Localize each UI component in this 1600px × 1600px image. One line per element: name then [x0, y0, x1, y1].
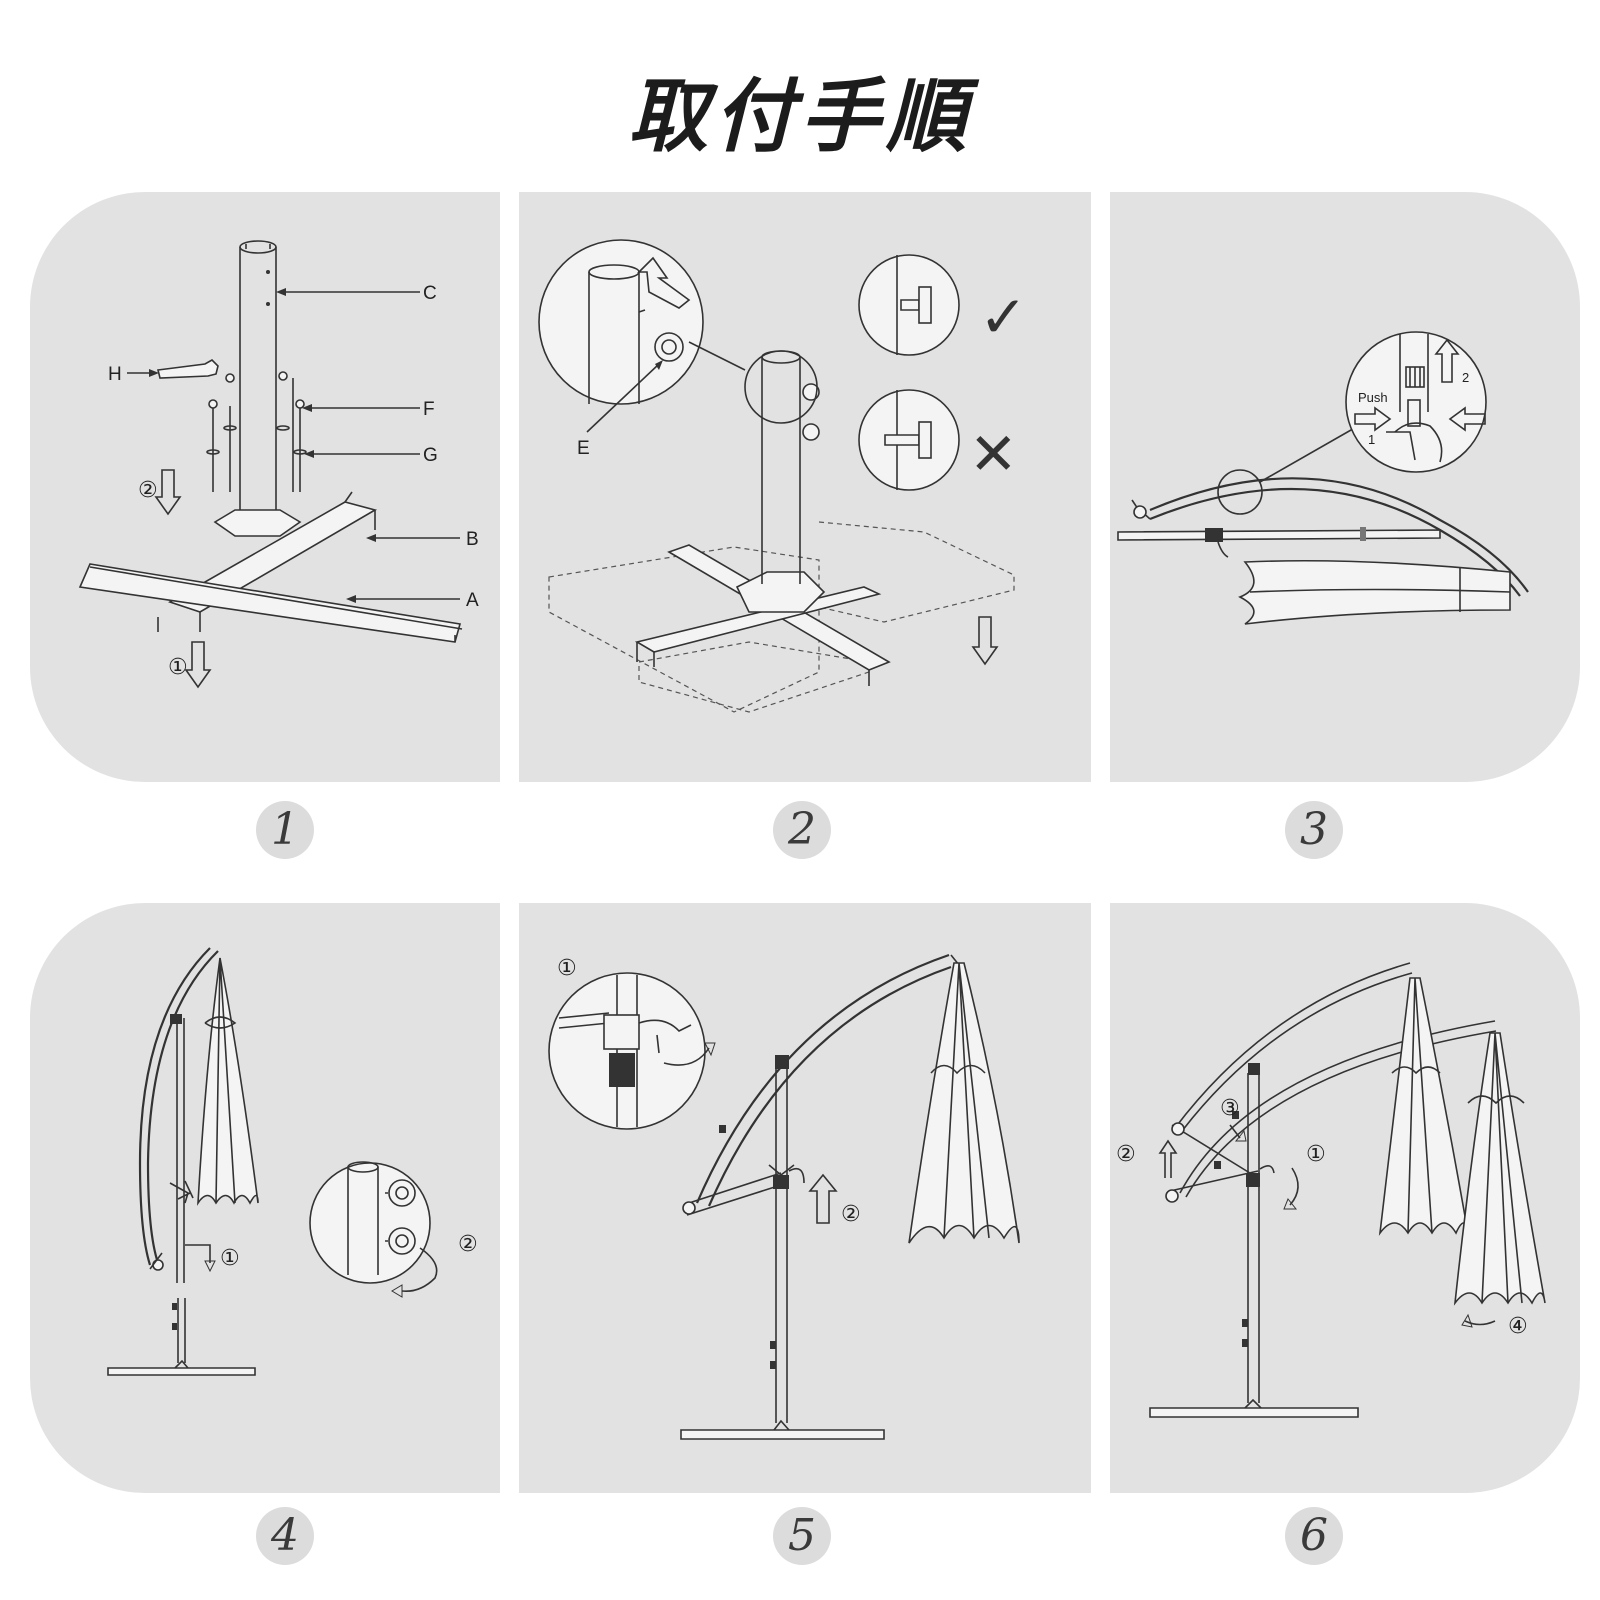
label-b: B — [466, 529, 479, 550]
callout-1: ① — [168, 655, 188, 680]
step-2-number: 2 — [773, 801, 831, 859]
callout-2: ② — [1116, 1142, 1136, 1167]
label-f: F — [423, 399, 435, 420]
callout-2: ② — [138, 478, 158, 503]
step-3-illustration: Push 1 2 — [1117, 331, 1529, 625]
step-1-number: 1 — [256, 801, 314, 859]
step-5-panel: ① ② — [519, 903, 1091, 1493]
label-2: 2 — [1462, 370, 1469, 385]
callout-1: ① — [1306, 1142, 1326, 1167]
page-title: 取付手順 — [628, 70, 972, 163]
step-3-number: 3 — [1285, 801, 1343, 859]
callout-3: ③ — [1220, 1096, 1240, 1121]
callout-1: ① — [557, 956, 577, 981]
step-1-illustration: C F G H B A ② ① — [78, 240, 479, 689]
step-4-number: 4 — [256, 1507, 314, 1565]
label-g: G — [423, 445, 438, 466]
label-1: 1 — [1368, 432, 1375, 447]
step-2-panel: E ✓ ✕ — [519, 192, 1091, 782]
step-4-panel: ① ② — [30, 903, 500, 1493]
callout-4: ④ — [1508, 1314, 1528, 1339]
step-5-number: 5 — [773, 1507, 831, 1565]
label-e: E — [577, 438, 590, 459]
callout-2: ② — [841, 1202, 861, 1227]
callout-2: ② — [458, 1232, 478, 1257]
ok-mark: ✓ — [979, 283, 1028, 351]
push-label: Push — [1358, 390, 1388, 405]
label-h: H — [108, 364, 122, 385]
step-5-illustration: ① ② — [548, 953, 1020, 1440]
step-1-panel: C F G H B A ② ① — [30, 192, 500, 782]
step-4-illustration: ① ② — [107, 947, 478, 1376]
callout-1: ① — [220, 1246, 240, 1271]
step-3-panel: Push 1 2 — [1110, 192, 1580, 782]
step-6-illustration: ② ③ ① ④ — [1116, 962, 1546, 1418]
step-6-panel: ② ③ ① ④ — [1110, 903, 1580, 1493]
label-c: C — [423, 283, 437, 304]
step-2-illustration: E ✓ ✕ — [538, 239, 1028, 713]
step-6-number: 6 — [1285, 1507, 1343, 1565]
ng-mark: ✕ — [969, 420, 1018, 488]
label-a: A — [466, 590, 479, 611]
